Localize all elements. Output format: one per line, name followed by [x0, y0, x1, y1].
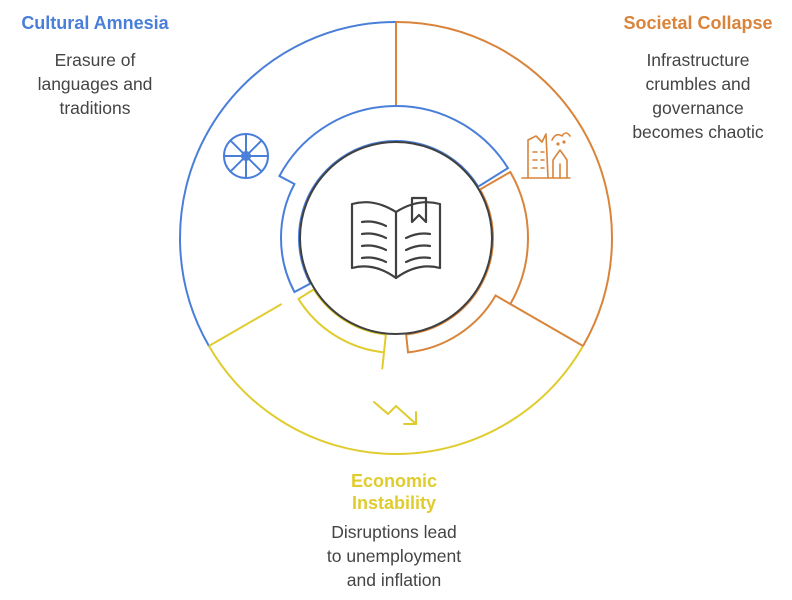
segment-description-societal: Infrastructure crumbles and governance b…	[604, 48, 792, 144]
open-book-icon	[350, 196, 442, 280]
segment-label-societal: Societal Collapse Infrastructure crumble…	[604, 12, 792, 144]
title-line: Instability	[351, 493, 436, 513]
description-line: languages and	[37, 74, 153, 94]
segment-title-cultural: Cultural Amnesia	[21, 13, 169, 33]
description-line: Infrastructure	[646, 50, 750, 70]
outer-arc-societal	[395, 21, 613, 347]
outer-arc-economic	[208, 345, 584, 455]
title-line: Economic	[350, 471, 438, 491]
wheel-icon	[223, 133, 269, 179]
inner-band-economic	[297, 288, 387, 370]
trend-down-icon	[373, 401, 417, 425]
description-line: becomes chaotic	[632, 122, 764, 142]
segment-description-cultural: Erasure of languages and traditions	[0, 48, 190, 120]
description-line: to unemployment	[326, 546, 462, 566]
segment-title-economic: Economic Instability	[300, 470, 488, 514]
description-line: Disruptions lead	[331, 522, 457, 542]
description-line: traditions	[59, 98, 131, 118]
ruined-building-icon	[521, 132, 571, 179]
segment-label-economic: Economic Instability Disruptions lead to…	[300, 470, 488, 592]
description-line: and inflation	[346, 570, 442, 590]
divider-right	[509, 303, 584, 347]
segment-label-cultural: Cultural Amnesia Erasure of languages an…	[0, 12, 190, 120]
description-line: governance	[652, 98, 744, 118]
description-line: Erasure of	[54, 50, 136, 70]
outer-arc-cultural	[179, 21, 397, 347]
segment-description-economic: Disruptions lead to unemployment and inf…	[300, 520, 488, 592]
description-line: crumbles and	[645, 74, 751, 94]
divider-left	[208, 303, 283, 347]
segment-title-societal: Societal Collapse	[623, 13, 773, 33]
